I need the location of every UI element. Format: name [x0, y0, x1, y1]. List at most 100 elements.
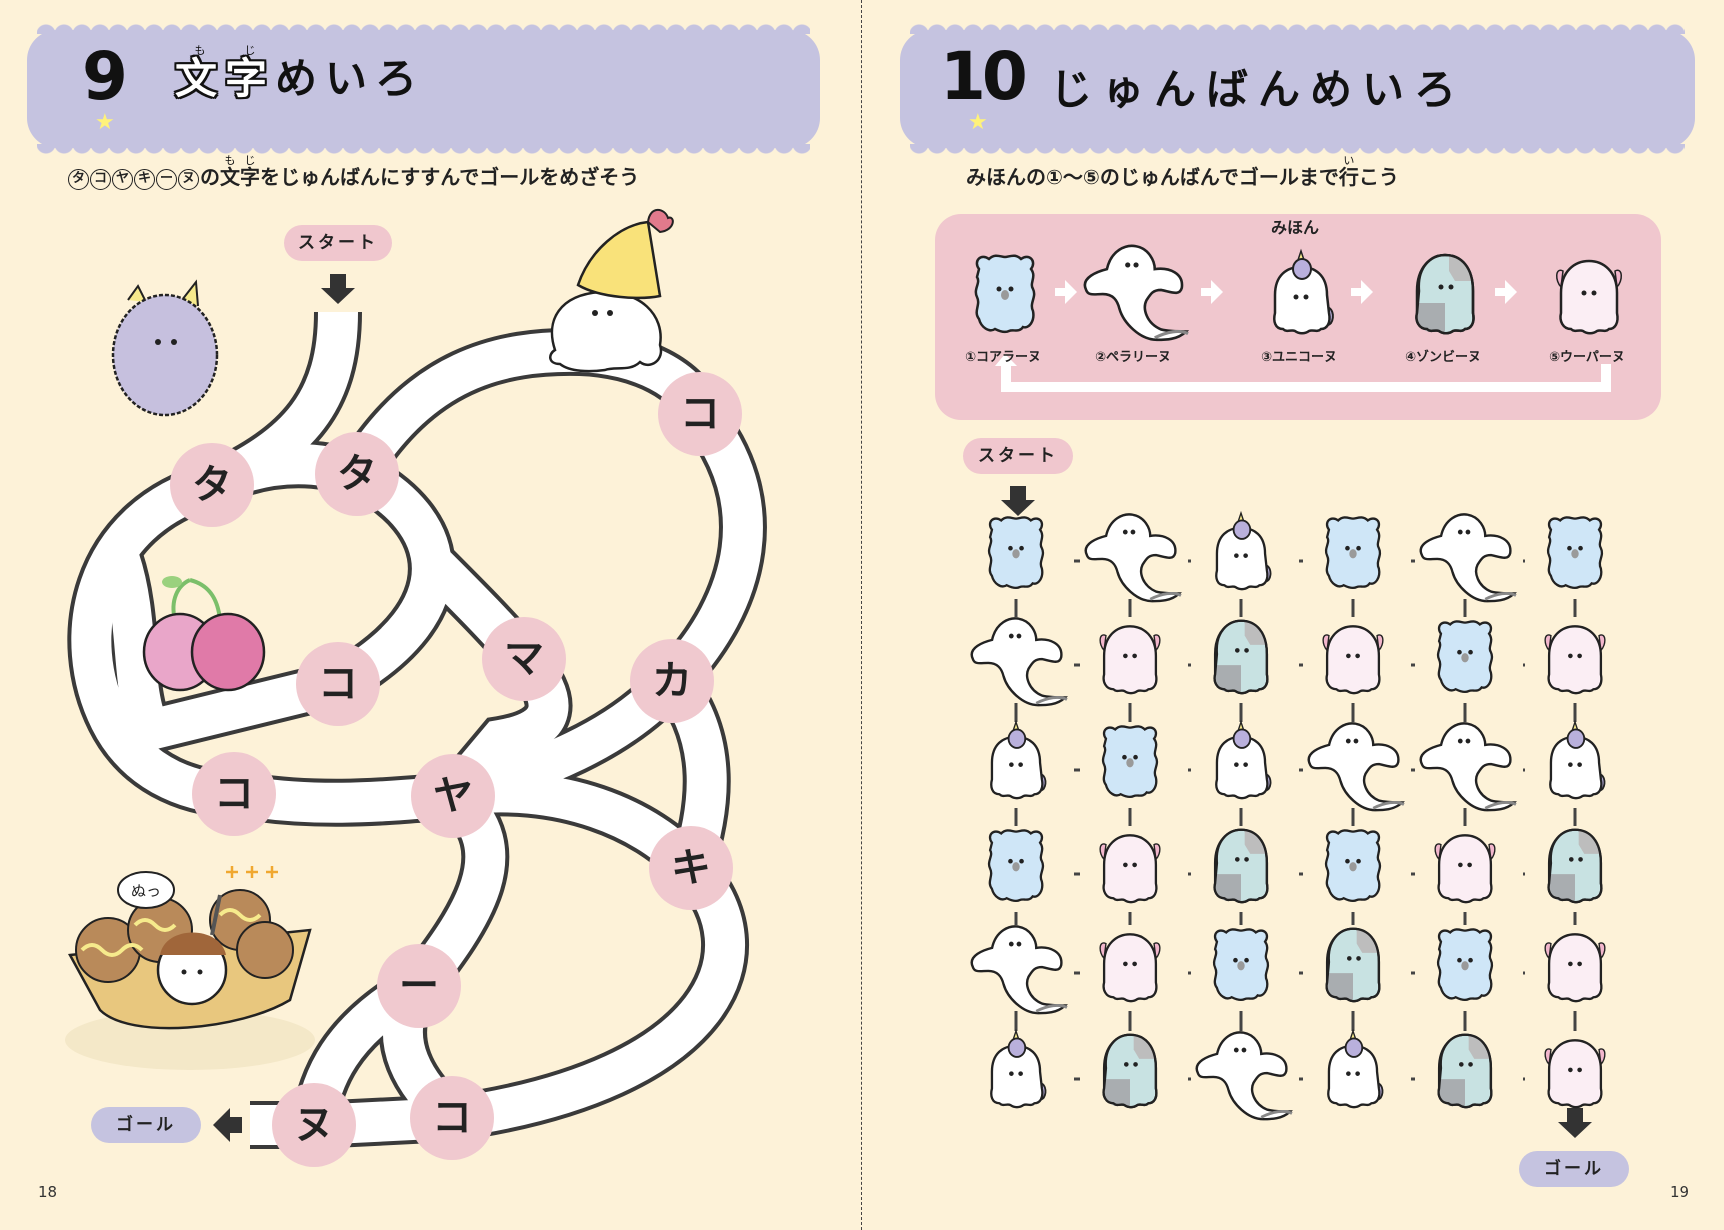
puzzle-number: 9 — [82, 38, 128, 115]
koala-cell[interactable] — [1546, 516, 1604, 590]
arrow-right-icon — [1351, 280, 1373, 304]
letter-circle — [630, 639, 714, 723]
upa-cell[interactable] — [1098, 625, 1162, 695]
maze-letter-node: コ — [410, 1076, 494, 1160]
page-number: 19 — [1670, 1183, 1690, 1201]
circled-letter: ヌ — [178, 169, 199, 190]
cherries-illustration — [142, 576, 266, 692]
letter-maze: ぬっ タタココマカコヤキーヌコ — [65, 208, 767, 1167]
letter-circle — [192, 752, 276, 836]
letter-circle — [296, 642, 380, 726]
unicorn-cell[interactable] — [1549, 720, 1606, 800]
ghost-tempura-illustration — [549, 208, 674, 373]
koala-cell[interactable] — [1324, 516, 1382, 590]
upa-cell[interactable] — [1098, 933, 1162, 1003]
left-header-band — [27, 24, 820, 148]
upa-cell[interactable] — [1433, 834, 1497, 904]
upa-cell[interactable] — [1543, 625, 1607, 695]
maze-letter-node: キ — [649, 826, 733, 910]
arrow-right-icon — [1495, 280, 1517, 304]
maze-letter: ヌ — [294, 1102, 334, 1148]
zombie-cell[interactable] — [1547, 828, 1603, 904]
maze-letter-node: ヤ — [411, 754, 495, 838]
maze-letter-node: コ — [192, 752, 276, 836]
pera-cell[interactable] — [1419, 512, 1518, 603]
instruction-text: タコヤキーヌの文も字じをじゅんばんにすすんでゴールをめざそう — [68, 154, 639, 195]
star-icon: ★ — [95, 110, 115, 135]
sample-title: みほん — [1271, 218, 1320, 237]
koala-cell[interactable] — [987, 516, 1045, 590]
pera-cell[interactable] — [1084, 512, 1183, 603]
pera-cell[interactable] — [1419, 721, 1518, 812]
maze-letter-node: マ — [482, 617, 566, 701]
maze-letter: コ — [680, 391, 720, 437]
right-header-band — [900, 24, 1695, 148]
arrow-right-icon — [1201, 280, 1223, 304]
maze-letter: コ — [432, 1095, 472, 1141]
maze-letter: タ — [337, 451, 377, 497]
koala-cell[interactable] — [987, 829, 1045, 903]
maze-letter-node: ー — [377, 944, 461, 1028]
sample-label: ③ユニコーヌ — [1261, 350, 1338, 365]
maze-letter-node: コ — [658, 372, 742, 456]
unicorn-cell[interactable] — [990, 1029, 1047, 1109]
pera-cell[interactable] — [970, 616, 1069, 707]
arrow-down-icon — [1001, 486, 1035, 516]
arrow-right-icon — [1055, 280, 1077, 304]
koala-cell[interactable] — [1436, 620, 1494, 694]
zombie-cell[interactable] — [1437, 1033, 1493, 1109]
sample-sequence — [974, 244, 1623, 392]
start-label: スタート — [284, 225, 392, 261]
page-title: じゅんばんめいろ — [1050, 65, 1467, 114]
sample-label: ⑤ウーパーヌ — [1549, 350, 1625, 365]
goal-label: ゴール — [1519, 1151, 1629, 1187]
maze-letter: ー — [399, 963, 439, 1009]
letter-circle — [272, 1083, 356, 1167]
pera-cell[interactable] — [1195, 1030, 1294, 1121]
circled-letter: ヤ — [112, 169, 133, 190]
maze-letter: マ — [504, 636, 544, 682]
instruction-text: みほんの①～⑤のじゅんばんでゴールまで行いこう — [966, 154, 1399, 189]
koala-cell[interactable] — [1324, 829, 1382, 903]
maze-letter: ヤ — [433, 773, 473, 819]
page-title: 文も字じめいろ — [175, 44, 426, 103]
unicorn-cell[interactable] — [1327, 1029, 1384, 1109]
page-divider — [861, 0, 862, 1230]
unicorn-cell[interactable] — [1215, 720, 1272, 800]
letter-circle — [410, 1076, 494, 1160]
letter-circle — [315, 432, 399, 516]
upa-cell[interactable] — [1543, 1039, 1607, 1109]
zombie-cell[interactable] — [1213, 619, 1269, 695]
circled-letter: ー — [156, 169, 177, 190]
maze-letter-node: ヌ — [272, 1083, 356, 1167]
letter-circle — [482, 617, 566, 701]
sample-label: ①コアラーヌ — [965, 350, 1042, 365]
zombie-cell[interactable] — [1102, 1033, 1158, 1109]
takoyaki-illustration: ぬっ — [65, 866, 315, 1070]
unicorn-cell[interactable] — [990, 720, 1047, 800]
maze-letter: コ — [318, 661, 358, 707]
zombie-cell[interactable] — [1325, 927, 1381, 1003]
upa-cell[interactable] — [1098, 834, 1162, 904]
pera-cell[interactable] — [1307, 721, 1406, 812]
arrow-down-icon — [321, 274, 355, 304]
star-icon: ★ — [968, 110, 988, 135]
maze-letter-node: カ — [630, 639, 714, 723]
speech-bubble: ぬっ — [131, 882, 161, 900]
koala-cell[interactable] — [1212, 928, 1270, 1002]
pera-cell[interactable] — [970, 924, 1069, 1015]
order-maze-grid — [970, 486, 1607, 1138]
maze-letter-node: コ — [296, 642, 380, 726]
sample-label: ④ゾンビーヌ — [1405, 350, 1482, 365]
zombie-cell[interactable] — [1213, 828, 1269, 904]
start-label: スタート — [963, 438, 1073, 474]
upa-cell[interactable] — [1543, 933, 1607, 1003]
koala-cell[interactable] — [1436, 928, 1494, 1002]
fuzzy-monster-illustration — [111, 279, 219, 417]
letter-circle — [658, 372, 742, 456]
unicorn-cell[interactable] — [1215, 511, 1272, 591]
arrow-left-icon — [213, 1108, 242, 1142]
koala-cell[interactable] — [1101, 725, 1159, 799]
upa-cell[interactable] — [1321, 625, 1385, 695]
